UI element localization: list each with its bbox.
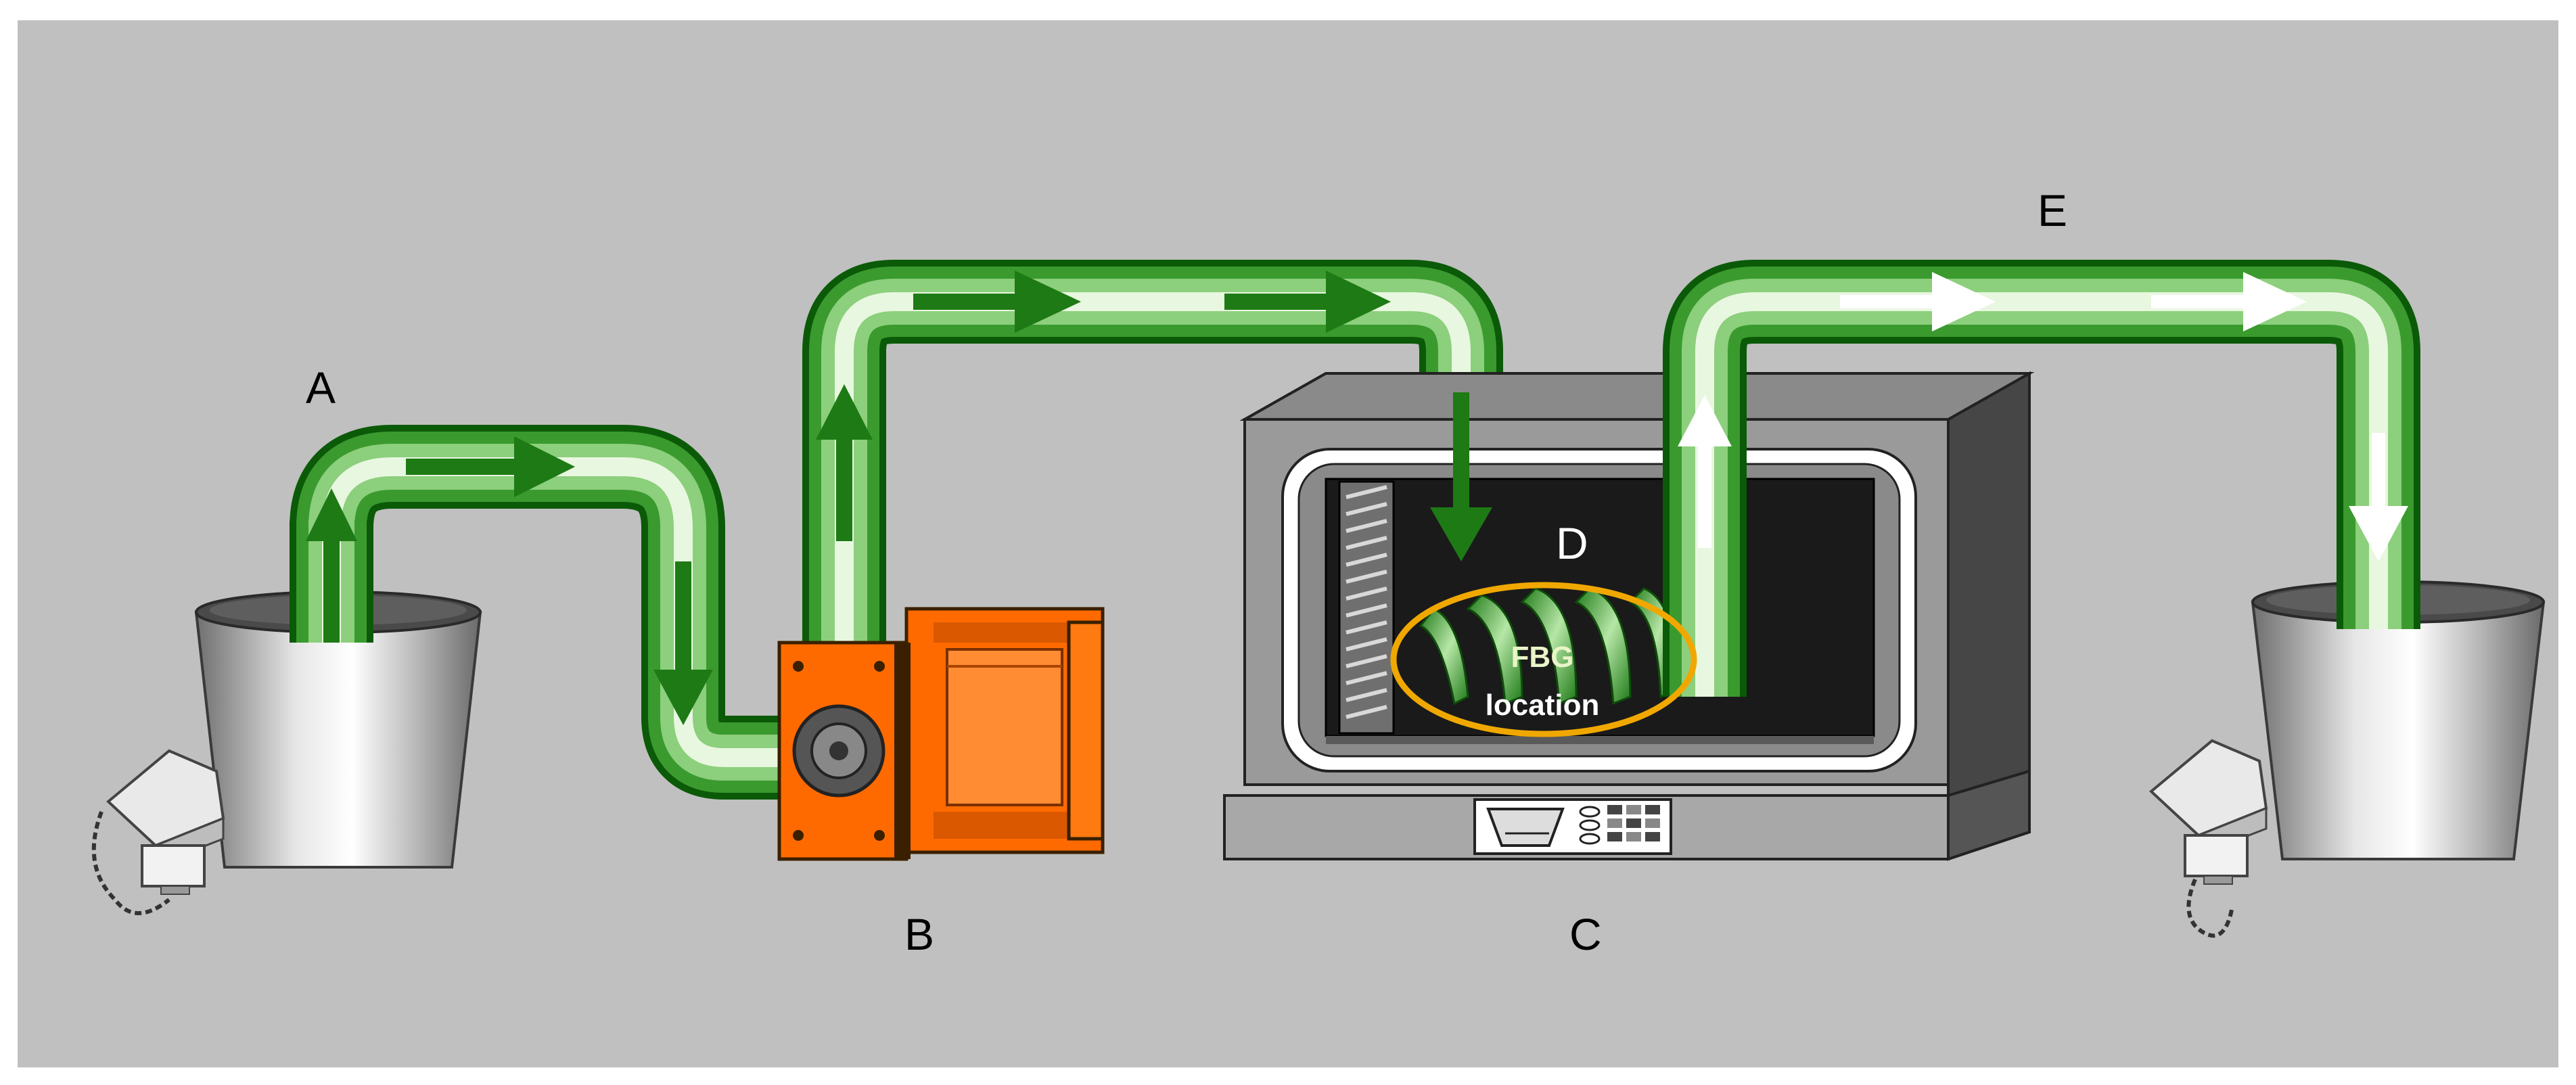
label-a: A	[306, 363, 336, 413]
fbg-label-line2: location	[1485, 689, 1600, 722]
arrow-right-icon	[406, 436, 575, 497]
pipe-b	[802, 260, 1503, 643]
probe-connector-left	[91, 749, 225, 915]
arrow-right-icon	[913, 271, 1081, 333]
arrow-right-icon	[2151, 272, 2307, 331]
label-e: E	[2038, 185, 2068, 235]
probe-connector-right	[2148, 739, 2268, 938]
label-d: D	[1556, 518, 1588, 568]
arrow-up-icon	[816, 384, 873, 541]
arrow-up-icon	[1678, 395, 1732, 548]
arrow-down-icon	[2349, 433, 2408, 561]
arrow-up-icon	[306, 488, 357, 643]
arrow-right-icon	[1840, 272, 1996, 331]
oven-heating-grille	[1338, 480, 1395, 735]
fbg-label-line1: FBG	[1511, 641, 1574, 674]
pipe-e	[1663, 260, 2420, 697]
pump	[777, 607, 1105, 861]
arrow-down-icon	[1430, 392, 1492, 561]
arrow-down-icon	[653, 561, 713, 725]
label-b: B	[904, 909, 935, 959]
fbg-highlight-ellipse	[1390, 582, 1697, 737]
pipe-a	[290, 425, 785, 800]
arrow-right-icon	[1224, 271, 1391, 333]
flow-arrows	[306, 271, 2408, 725]
label-c: C	[1569, 909, 1602, 959]
oven-control-panel	[1473, 798, 1672, 855]
